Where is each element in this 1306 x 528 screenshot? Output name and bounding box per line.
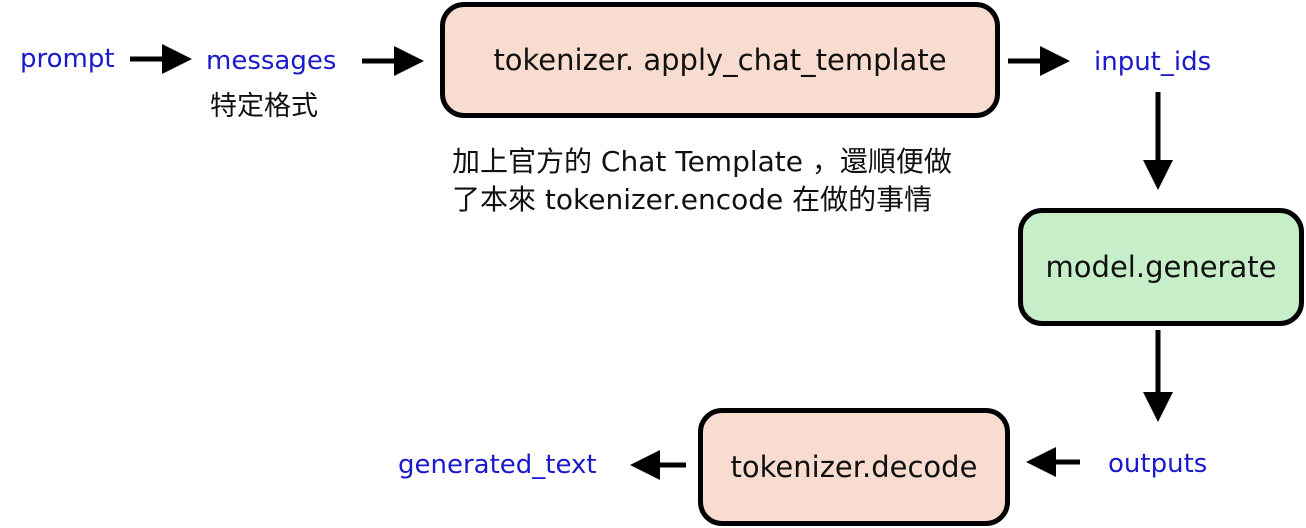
note-messages-format: 特定格式 (210, 91, 318, 122)
note-template-line1: 加上官方的 Chat Template ，還順便做 (452, 145, 952, 178)
box-model-generate: model.generate (1018, 208, 1304, 326)
box-apply-chat-template-label: tokenizer. apply_chat_template (493, 43, 947, 77)
label-generated-text: generated_text (398, 450, 597, 480)
label-outputs: outputs (1108, 449, 1208, 479)
note-template-line2: 了本來 tokenizer.encode 在做的事情 (452, 183, 933, 216)
box-apply-chat-template: tokenizer. apply_chat_template (440, 2, 1000, 118)
box-tokenizer-decode: tokenizer.decode (698, 408, 1010, 526)
label-prompt: prompt (20, 44, 115, 74)
label-messages: messages (206, 46, 337, 76)
label-input-ids: input_ids (1094, 47, 1212, 77)
box-model-generate-label: model.generate (1045, 250, 1277, 284)
box-tokenizer-decode-label: tokenizer.decode (730, 450, 978, 484)
